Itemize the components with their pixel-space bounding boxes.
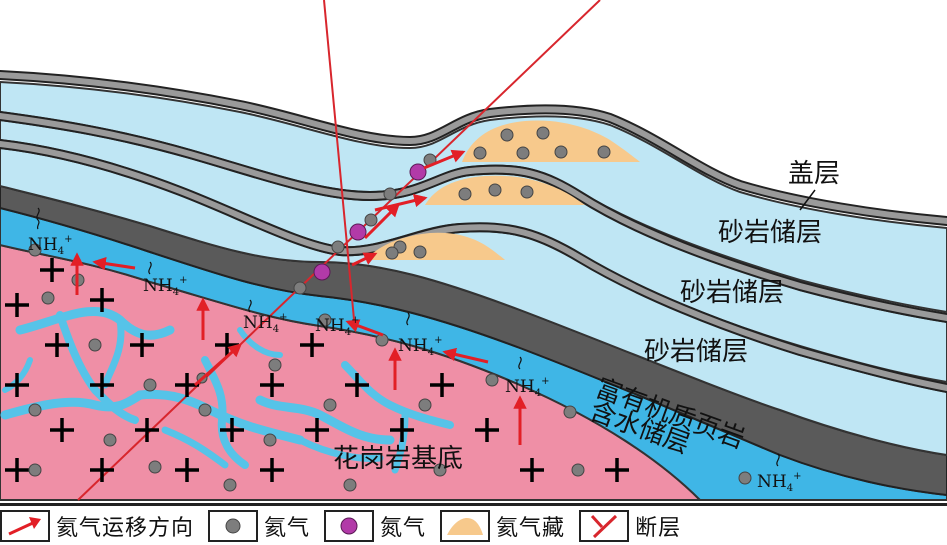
fault-line-1	[323, 0, 356, 331]
legend: 氦气运移方向 氦气 氮气 氦气藏 断层	[0, 503, 947, 545]
legend-nitrogen-label: 氮气	[380, 515, 427, 541]
migration-arrows	[70, 149, 527, 445]
legend-helium-label: 氦气	[264, 515, 311, 541]
migration-arrow-icon	[0, 509, 50, 542]
ammonium-label-2: NH4+	[143, 275, 187, 298]
ammonium-label-1: NH4+	[28, 234, 72, 257]
ammonium-squiggles	[36, 207, 780, 467]
reservoir-icon	[440, 509, 491, 542]
ammonium-label-6: NH4+	[505, 376, 549, 399]
nitrogen-dot-icon	[324, 509, 375, 542]
sandstone-label-2: 砂岩储层	[680, 278, 784, 308]
legend-migration-label: 氦气运移方向	[56, 515, 195, 541]
fault-icon	[579, 509, 630, 542]
caprock-label: 盖层	[788, 159, 840, 189]
helium-dot-icon	[208, 509, 259, 542]
ammonium-label-7: NH4+	[757, 471, 801, 494]
legend-reservoir: 氦气藏	[440, 509, 566, 542]
ammonium-label-4: NH4+	[315, 315, 359, 338]
legend-fault-label: 断层	[635, 515, 682, 541]
legend-reservoir-label: 氦气藏	[496, 515, 566, 541]
legend-nitrogen: 氮气	[324, 509, 427, 542]
ammonium-labels: NH4+ NH4+ NH4+ NH4+ NH4+ NH4+ NH4+	[28, 234, 801, 494]
caprock-pointer	[799, 189, 816, 211]
sandstone-label-1: 砂岩储层	[718, 218, 822, 248]
legend-migration: 氦气运移方向	[0, 509, 195, 542]
granite-label: 花岗岩基底	[333, 444, 463, 474]
nitrogen-dots	[313, 163, 427, 281]
geologic-cross-section: NH4+ NH4+ NH4+ NH4+ NH4+ NH4+ NH4+ 盖层 砂岩…	[0, 0, 947, 501]
legend-helium: 氦气	[208, 509, 311, 542]
helium-dots	[28, 126, 752, 492]
legend-fault: 断层	[579, 509, 682, 542]
ammonium-label-5: NH4+	[398, 335, 442, 358]
sandstone-label-3: 砂岩储层	[644, 337, 748, 367]
ammonium-label-3: NH4+	[243, 312, 287, 335]
granite-crosses	[5, 258, 629, 482]
cap-lines	[0, 70, 947, 393]
